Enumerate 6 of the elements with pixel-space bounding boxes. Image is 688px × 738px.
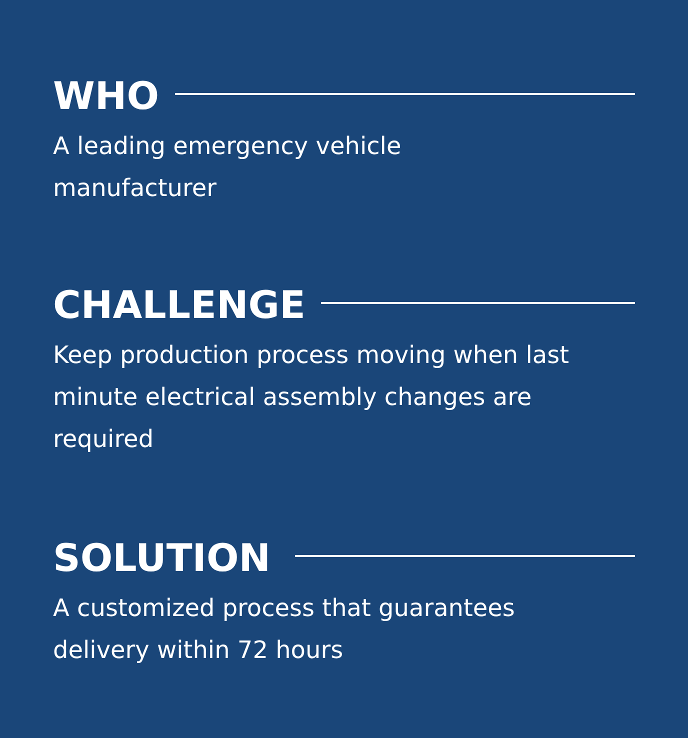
section-heading: SOLUTION (53, 537, 271, 579)
section-text: A customized process that guarantees delivery within 72 hours (53, 593, 516, 666)
section-heading: CHALLENGE (53, 284, 306, 326)
section-text: A leading emergency vehicle manufacturer (53, 131, 402, 204)
section-text: Keep production process moving when last minute electrical assembly changes are required (53, 340, 570, 455)
section-heading: WHO (53, 75, 160, 117)
